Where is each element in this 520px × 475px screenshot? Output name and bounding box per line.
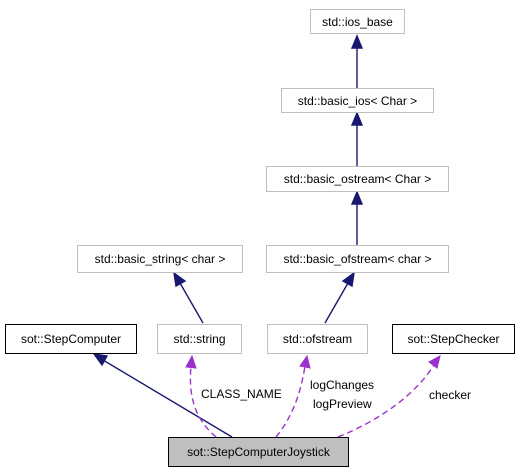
edge-label-log-preview: logPreview xyxy=(313,397,372,411)
edge-basic-ofstream-to-ofstream xyxy=(324,282,349,324)
node-std-basic-ofstream[interactable]: std::basic_ofstream< char > xyxy=(266,245,449,273)
node-std-basic-ostream[interactable]: std::basic_ostream< Char > xyxy=(266,166,449,192)
node-label: std::ofstream xyxy=(282,332,353,346)
node-sot-step-checker[interactable]: sot::StepChecker xyxy=(392,324,515,354)
arrowhead-string xyxy=(185,354,197,369)
node-std-string[interactable]: std::string xyxy=(157,324,242,354)
edge-label-checker: checker xyxy=(429,388,472,402)
arrowhead-step-checker xyxy=(428,355,441,369)
arrowhead-basic-string xyxy=(173,271,187,288)
node-label: std::basic_ofstream< char > xyxy=(283,252,432,266)
node-label: std::basic_string< char > xyxy=(94,252,226,266)
edge-basic-string-to-string xyxy=(179,282,204,324)
node-std-basic-ios[interactable]: std::basic_ios< Char > xyxy=(281,88,434,113)
node-label: sot::StepComputer xyxy=(20,332,122,346)
node-label: std::ios_base xyxy=(322,14,393,29)
node-sot-step-computer-joystick: sot::StepComputerJoystick xyxy=(168,437,349,467)
arrowhead-ofstream xyxy=(299,354,311,369)
node-std-ofstream[interactable]: std::ofstream xyxy=(267,324,368,354)
node-label: std::basic_ostream< Char > xyxy=(283,172,432,186)
edge-label-log-changes: logChanges xyxy=(310,378,375,392)
node-std-ios-base[interactable]: std::ios_base xyxy=(310,9,405,34)
arrowhead-ios-base xyxy=(350,34,364,49)
arrowhead-step-computer xyxy=(92,353,109,367)
arrowhead-basic-ios xyxy=(350,111,364,126)
edge-label-class-name: CLASS_NAME xyxy=(201,387,282,401)
node-sot-step-computer[interactable]: sot::StepComputer xyxy=(5,324,137,354)
edge-step-checker-to-joystick xyxy=(337,364,435,438)
node-label: sot::StepComputerJoystick xyxy=(187,445,330,459)
arrowhead-basic-ofstream xyxy=(341,271,355,288)
node-label: std::basic_ios< Char > xyxy=(297,93,418,108)
edge-ofstream-to-joystick xyxy=(275,365,306,438)
node-std-basic-string[interactable]: std::basic_string< char > xyxy=(77,245,243,273)
arrowhead-basic-ostream xyxy=(350,190,364,205)
node-label: sot::StepChecker xyxy=(407,332,500,346)
node-label: std::string xyxy=(173,332,226,346)
edge-step-computer-to-joystick xyxy=(102,359,233,438)
